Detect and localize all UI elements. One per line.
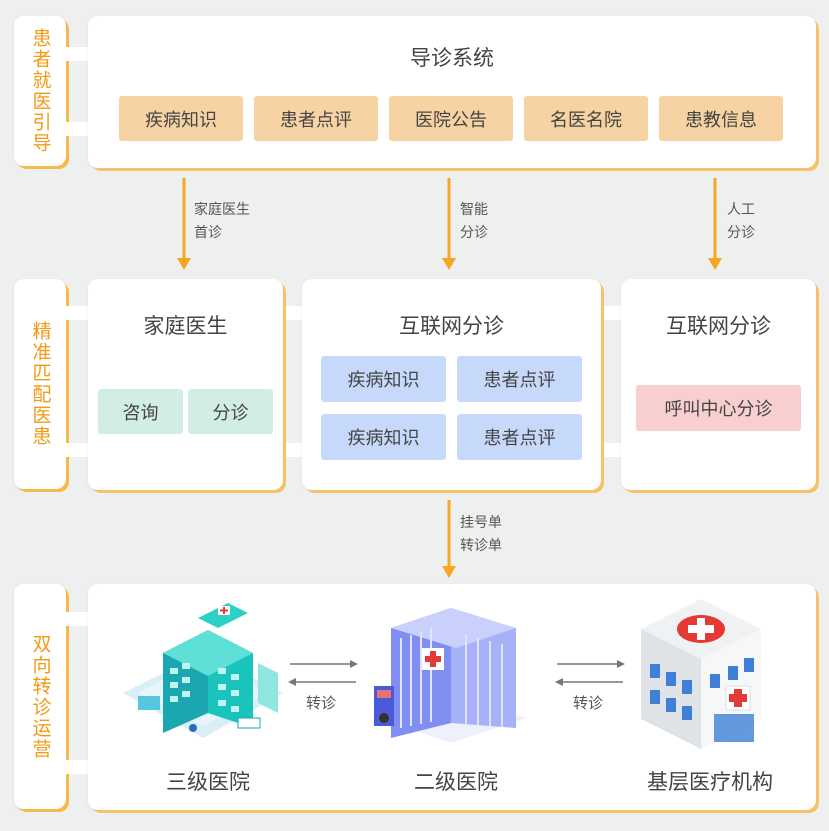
caption-tertiary-hospital: 三级医院 — [166, 770, 250, 794]
internet-triage-call-panel: 互联网分诊 呼叫中心分诊 — [621, 279, 816, 490]
connector — [281, 443, 305, 457]
arrow-head — [708, 258, 722, 270]
panel-title: 互联网分诊 — [399, 314, 504, 338]
primary-care-illustration — [641, 599, 761, 749]
chip-consult[interactable]: 咨询 — [98, 389, 183, 434]
arrow-label-smart-triage: 智能分诊 — [460, 202, 488, 241]
internet-triage-panel: 互联网分诊 疾病知识 患者点评 疾病知识 患者点评 — [302, 279, 601, 490]
section-label-operate: 双向转诊运营 — [14, 584, 66, 809]
referral-label-left: 转诊 — [306, 694, 337, 712]
chip-patient-reviews[interactable]: 患者点评 — [457, 414, 582, 460]
arrow-label-registration: 挂号单转诊单 — [460, 515, 502, 554]
connector — [600, 443, 624, 457]
panel-title: 导诊系统 — [410, 46, 494, 70]
arrow-label-manual-triage: 人工分诊 — [727, 202, 755, 241]
connector — [66, 443, 90, 457]
arrow-label-family-doctor: 家庭医生首诊 — [194, 202, 250, 241]
triage-system-panel: 导诊系统 疾病知识 患者点评 医院公告 名医名院 患教信息 — [88, 16, 816, 168]
referral-label-right: 转诊 — [573, 694, 604, 712]
chip-disease-knowledge[interactable]: 疾病知识 — [119, 96, 243, 141]
section-label-guide: 患者就医引导 — [14, 16, 66, 166]
chip-call-center-triage[interactable]: 呼叫中心分诊 — [636, 385, 801, 431]
connector — [66, 47, 90, 61]
connector — [281, 306, 305, 320]
chip-disease-knowledge[interactable]: 疾病知识 — [321, 356, 446, 402]
section-label-match: 精准匹配医患 — [14, 279, 66, 489]
connector — [66, 612, 90, 626]
tertiary-hospital-illustration — [123, 603, 283, 738]
family-doctor-panel: 家庭医生 咨询 分诊 — [88, 279, 283, 490]
chip-patient-reviews[interactable]: 患者点评 — [254, 96, 378, 141]
chip-patient-education[interactable]: 患教信息 — [659, 96, 783, 141]
secondary-hospital-illustration — [374, 608, 526, 743]
arrow-head — [177, 258, 191, 270]
chip-famous-doctors[interactable]: 名医名院 — [524, 96, 648, 141]
connector — [66, 122, 90, 136]
connector — [66, 760, 90, 774]
chip-triage[interactable]: 分诊 — [188, 389, 273, 434]
chip-disease-knowledge[interactable]: 疾病知识 — [321, 414, 446, 460]
arrow-head — [442, 258, 456, 270]
connector — [600, 306, 624, 320]
caption-secondary-hospital: 二级医院 — [414, 770, 498, 794]
connector — [66, 306, 90, 320]
panel-title: 家庭医生 — [143, 314, 228, 338]
chip-hospital-notices[interactable]: 医院公告 — [389, 96, 513, 141]
chip-patient-reviews[interactable]: 患者点评 — [457, 356, 582, 402]
arrow-head — [442, 566, 456, 578]
panel-title: 互联网分诊 — [666, 314, 771, 338]
caption-primary-care: 基层医疗机构 — [647, 770, 773, 794]
